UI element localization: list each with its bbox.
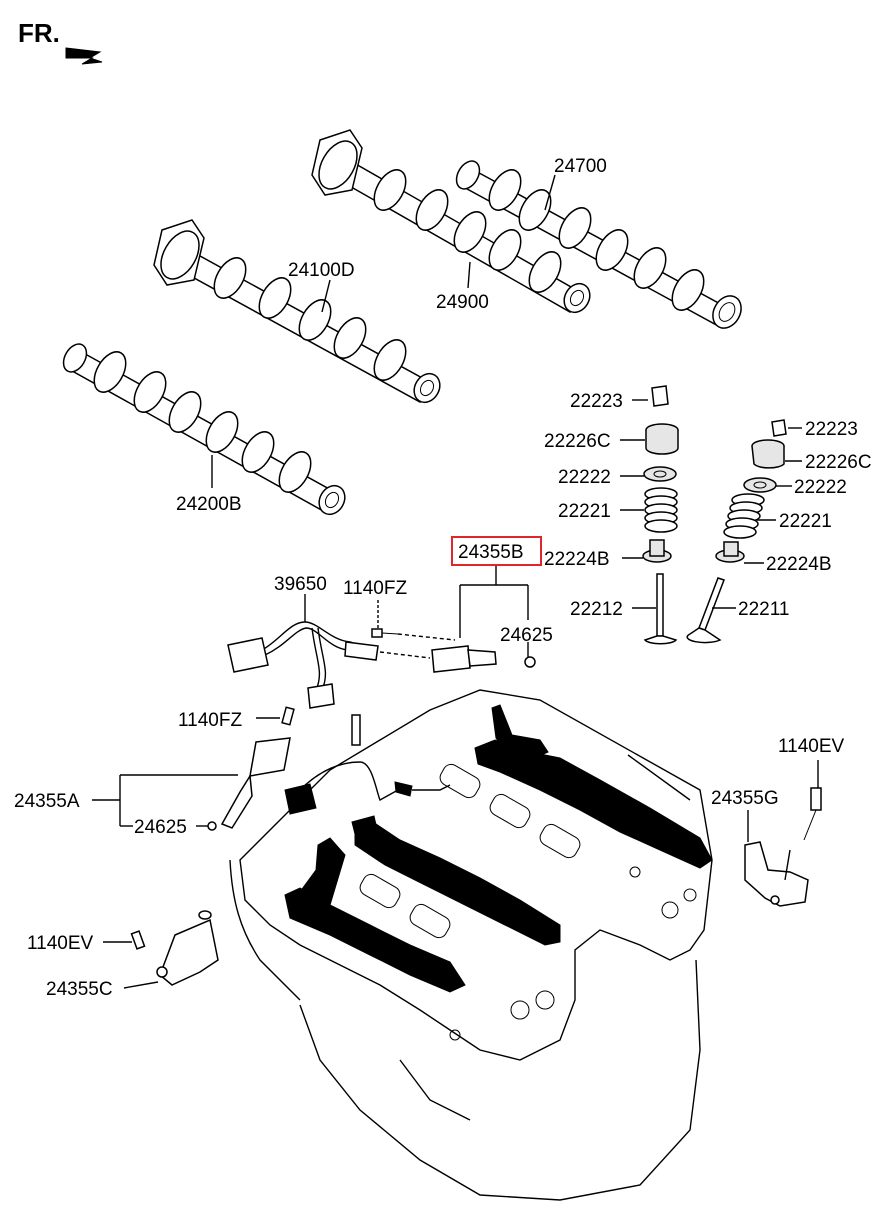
label-1140EV-a[interactable]: 1140EV (27, 933, 94, 954)
label-24355G[interactable]: 24355G (711, 788, 779, 809)
label-24625-a[interactable]: 24625 (500, 625, 553, 646)
retainer-22226C-b[interactable] (751, 439, 785, 469)
label-22222-b[interactable]: 22222 (794, 477, 847, 498)
camshaft-24200B[interactable] (59, 340, 350, 519)
bolt-1140EV-a[interactable] (130, 930, 146, 950)
label-24900[interactable]: 24900 (436, 292, 489, 313)
camshaft-24900[interactable] (311, 129, 595, 317)
label-24625-b[interactable]: 24625 (134, 817, 187, 838)
bolt-1140FZ-b[interactable] (281, 706, 295, 726)
label-22211[interactable]: 22211 (738, 599, 789, 620)
label-22226C-b[interactable]: 22226C (805, 452, 872, 473)
seal-22224B-b[interactable] (715, 541, 745, 563)
label-1140FZ-b[interactable]: 1140FZ (178, 710, 242, 731)
valve-cotter-22223a[interactable] (651, 385, 669, 407)
label-24355A[interactable]: 24355A (14, 791, 80, 812)
retainer-22226C-a[interactable] (645, 423, 679, 455)
label-24200B[interactable]: 24200B (176, 494, 242, 515)
label-22221-b[interactable]: 22221 (779, 511, 832, 532)
label-22222-a[interactable]: 22222 (558, 467, 611, 488)
oil-control-valve-24355A[interactable] (207, 737, 291, 831)
label-22226C-a[interactable]: 22226C (544, 431, 611, 452)
label-22224B-a[interactable]: 22224B (544, 549, 610, 570)
oil-control-valve-24355B[interactable] (431, 645, 536, 673)
camshaft-24100D[interactable] (153, 219, 445, 407)
camshaft-24700[interactable] (452, 157, 747, 333)
arrow-front-icon (65, 47, 103, 65)
seat-22222-b[interactable] (743, 477, 777, 493)
label-22223-b[interactable]: 22223 (805, 419, 858, 440)
valve-22211[interactable] (686, 577, 725, 644)
seal-22224B-a[interactable] (642, 539, 672, 563)
label-22224B-b[interactable]: 22224B (766, 554, 832, 575)
highlight-box-24355B[interactable] (451, 536, 542, 566)
oil-control-valve-24355C[interactable] (156, 910, 219, 986)
label-22223-a[interactable]: 22223 (570, 391, 623, 412)
spring-22221-b[interactable] (723, 493, 765, 539)
seat-22222-a[interactable] (643, 466, 677, 482)
valve-stack-exhaust (686, 419, 787, 644)
spring-22221-a[interactable] (644, 487, 678, 533)
oil-control-valve-24355G[interactable] (744, 841, 809, 907)
valve-stack-intake (642, 385, 679, 645)
valve-cotter-22223b[interactable] (771, 419, 787, 437)
wiring-harness-39650[interactable] (227, 621, 379, 709)
orientation-label: FR. (18, 18, 60, 48)
label-39650[interactable]: 39650 (274, 574, 327, 595)
orientation-marker: FR. (18, 18, 103, 65)
part-labels: 24700 24100D 24900 24200B 22223 22226C 2… (14, 156, 872, 1000)
label-24100D[interactable]: 24100D (288, 260, 355, 281)
label-1140EV-b[interactable]: 1140EV (778, 736, 845, 757)
bolt-1140FZ-a[interactable] (371, 628, 399, 638)
label-24355C[interactable]: 24355C (46, 979, 113, 1000)
label-22212[interactable]: 22212 (570, 599, 623, 620)
label-24700[interactable]: 24700 (554, 156, 607, 177)
label-22221-a[interactable]: 22221 (558, 501, 611, 522)
label-1140FZ-a[interactable]: 1140FZ (343, 578, 407, 599)
bolt-1140EV-b[interactable] (803, 787, 822, 841)
label-24355B[interactable]: 24355B (458, 542, 524, 563)
valve-22212[interactable] (643, 573, 678, 645)
cylinder-head-assembly (229, 689, 713, 1201)
